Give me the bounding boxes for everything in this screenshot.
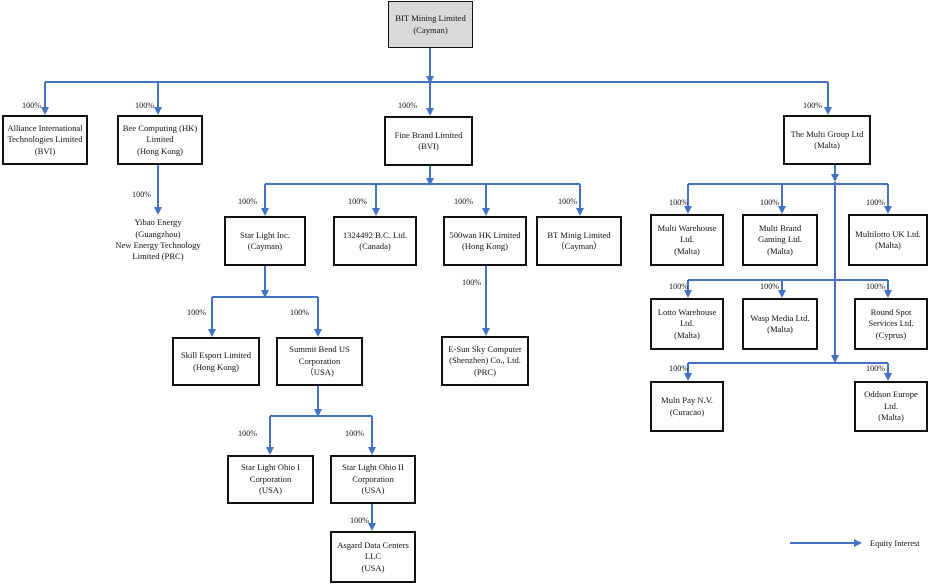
node-bt-minig: BT Minig Limited （Cayman） [536, 216, 622, 266]
pct-skill-esport: 100% [187, 308, 207, 317]
pct-lotto-warehouse: 100% [669, 282, 689, 291]
node-label: The Multi Group Ltd (Malta) [790, 128, 864, 150]
node-label: Oddson Europe Ltd. (Malta) [864, 389, 918, 423]
node-label: Multi Warehouse Ltd. (Malta) [657, 222, 717, 256]
pct-wasp-media: 100% [760, 282, 780, 291]
pct-star-light-inc: 100% [238, 197, 258, 206]
pct-multi-group: 100% [803, 101, 823, 110]
node-yibao: Yibao Energy (Guangzhou) New Energy Tech… [110, 214, 206, 266]
node-label: Star Light Ohio I Corporation (USA) [241, 462, 300, 496]
node-label: Skill Esport Limited (Hong Kong) [180, 350, 252, 372]
node-esun: E-Sun Sky Computer (Shenzhen) Co., Ltd. … [441, 336, 529, 386]
node-multi-group: The Multi Group Ltd (Malta) [783, 115, 871, 165]
pct-esun: 100% [462, 278, 482, 287]
node-star-light-ohio-1: Star Light Ohio I Corporation (USA) [227, 455, 314, 504]
node-label: Summit Bend US Corporation （USA) [289, 344, 350, 378]
pct-star-light-ohio-1: 100% [238, 429, 258, 438]
pct-summit-bend: 100% [290, 308, 310, 317]
node-500wan: 500wan HK Limited (Hong Kong) [443, 216, 527, 266]
node-label: Wasp Media Ltd. (Malta) [750, 312, 810, 334]
pct-round-spot: 100% [866, 282, 886, 291]
pct-1324492-bc: 100% [348, 197, 368, 206]
node-label: Round Spot Services Ltd. (Cyprus) [868, 306, 914, 340]
node-label: Yibao Energy (Guangzhou) New Energy Tech… [115, 217, 201, 262]
node-multi-brand: Multi Brand Gaming Ltd. (Malta) [742, 214, 818, 266]
node-label: Multi Pay N.V. (Curacao) [661, 395, 713, 417]
pct-multi-pay: 100% [669, 364, 689, 373]
pct-star-light-ohio-2: 100% [345, 429, 365, 438]
node-round-spot: Round Spot Services Ltd. (Cyprus) [854, 298, 928, 350]
node-label: Fine Brand Limited (BVI) [394, 129, 463, 151]
node-label: Asgard Data Centers LLC (USA) [337, 539, 409, 573]
node-fine-brand: Fine Brand Limited (BVI) [384, 116, 473, 166]
node-star-light-ohio-2: Star Light Ohio II Corporation (USA) [330, 455, 416, 504]
node-asgard: Asgard Data Centers LLC (USA) [330, 531, 416, 583]
node-bee-computing: Bee Computing (HK) Limited (Hong Kong) [117, 115, 203, 165]
pct-fine-brand: 100% [398, 101, 418, 110]
node-summit-bend: Summit Bend US Corporation （USA) [276, 337, 363, 386]
node-multilotto: Multilotto UK Ltd. (Malta) [848, 214, 928, 266]
node-label: Multi Brand Gaming Ltd. (Malta) [758, 222, 802, 256]
node-1324492-bc: 1324492 B.C. Ltd. (Canada) [333, 216, 417, 266]
pct-bee-computing: 100% [135, 101, 155, 110]
node-bit-mining: BIT Mining Limited (Cayman) [388, 1, 473, 48]
node-label: BIT Mining Limited (Cayman) [395, 13, 466, 35]
pct-alliance: 100% [22, 101, 42, 110]
pct-oddson: 100% [866, 364, 886, 373]
node-lotto-warehouse: Lotto Warehouse Ltd. (Malta) [650, 298, 724, 350]
node-oddson: Oddson Europe Ltd. (Malta) [854, 381, 928, 432]
node-label: Star Light Ohio II Corporation (USA) [342, 462, 404, 496]
node-star-light-inc: Star Light Inc. (Cayman) [224, 216, 306, 266]
pct-yibao: 100% [132, 190, 152, 199]
node-label: Lotto Warehouse Ltd. (Malta) [657, 306, 717, 340]
node-label: Multilotto UK Ltd. (Malta) [855, 228, 921, 250]
pct-bt-minig: 100% [558, 197, 578, 206]
node-multi-warehouse: Multi Warehouse Ltd. (Malta) [650, 214, 724, 266]
node-label: BT Minig Limited （Cayman） [547, 229, 611, 251]
node-label: Alliance International Technologies Limi… [7, 122, 83, 156]
node-skill-esport: Skill Esport Limited (Hong Kong) [172, 337, 260, 386]
legend-label: Equity Interest [870, 539, 920, 548]
pct-500wan: 100% [454, 197, 474, 206]
node-label: E-Sun Sky Computer (Shenzhen) Co., Ltd. … [448, 343, 522, 377]
node-alliance: Alliance International Technologies Limi… [2, 115, 88, 165]
pct-multi-warehouse: 100% [669, 198, 689, 207]
node-label: Star Light Inc. (Cayman) [240, 229, 290, 251]
node-multi-pay: Multi Pay N.V. (Curacao) [650, 381, 724, 432]
node-label: Bee Computing (HK) Limited (Hong Kong) [122, 122, 198, 156]
pct-multilotto: 100% [866, 198, 886, 207]
pct-asgard: 100% [350, 516, 370, 525]
pct-multi-brand: 100% [760, 198, 780, 207]
node-label: 1324492 B.C. Ltd. (Canada) [342, 229, 408, 251]
node-label: 500wan HK Limited (Hong Kong) [449, 229, 521, 251]
node-wasp-media: Wasp Media Ltd. (Malta) [742, 298, 818, 350]
